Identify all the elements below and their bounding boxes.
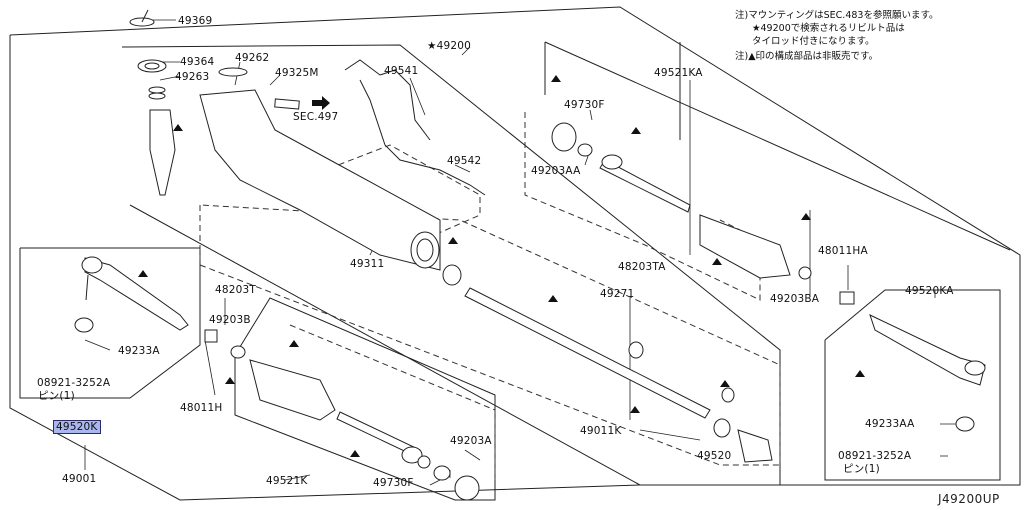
part-label-49541[interactable]: 49541 <box>384 65 419 77</box>
part-label-49520[interactable]: 49520 <box>697 450 732 462</box>
part-label-49364[interactable]: 49364 <box>180 56 215 68</box>
part-label-49233A[interactable]: 49233A <box>118 345 160 357</box>
note-line-2: ★49200で検索されるリビルト品は <box>752 23 905 34</box>
part-label-49001[interactable]: 49001 <box>62 473 97 485</box>
part-label-49521KA[interactable]: 49521KA <box>654 67 703 79</box>
part-label-48011HA[interactable]: 48011HA <box>818 245 868 257</box>
outer-frame <box>9 6 1021 501</box>
part-label-49203BA[interactable]: 49203BA <box>770 293 820 305</box>
part-label-48203TA[interactable]: 48203TA <box>618 261 666 273</box>
note-line-4: 注)▲印の構成部品は非販売です。 <box>735 51 879 62</box>
part-label-sec497[interactable]: SEC.497 <box>293 111 339 123</box>
part-label-49203B[interactable]: 49203B <box>209 314 251 326</box>
part-label-49520KA[interactable]: 49520KA <box>905 285 954 297</box>
part-label-49311[interactable]: 49311 <box>350 258 385 270</box>
part-label-49011K[interactable]: 49011K <box>580 425 622 437</box>
pin-label-right: ピン(1) <box>843 463 880 475</box>
part-label-49200[interactable]: ★49200 <box>427 40 472 52</box>
dashed-rack-box <box>199 204 781 466</box>
part-label-08921-3252A-right[interactable]: 08921-3252A <box>838 450 912 462</box>
part-label-49521K[interactable]: 49521K <box>266 475 308 487</box>
part-label-49325M[interactable]: 49325M <box>275 67 319 79</box>
part-label-49542[interactable]: 49542 <box>447 155 482 167</box>
note-line-1: 注)マウンティングはSEC.483を参照願います。 <box>735 10 939 21</box>
part-label-49262[interactable]: 49262 <box>235 52 270 64</box>
note-line-3: タイロッド付きになります。 <box>752 36 875 47</box>
right-end-box <box>824 289 1001 481</box>
part-label-49263[interactable]: 49263 <box>175 71 210 83</box>
left-end-box <box>19 247 201 399</box>
right-tierod-box <box>544 41 1011 251</box>
dashed-pipe-box <box>319 144 481 251</box>
pin-label-left: ピン(1) <box>38 390 75 402</box>
dashed-bottom-box <box>289 324 496 480</box>
part-label-49730F-bottom[interactable]: 49730F <box>373 477 414 489</box>
part-label-48203T[interactable]: 48203T <box>215 284 257 296</box>
part-label-49520K-highlighted[interactable]: 49520K <box>53 420 101 434</box>
part-label-49369[interactable]: 49369 <box>178 15 213 27</box>
part-label-49271[interactable]: 49271 <box>600 288 635 300</box>
part-label-49203A[interactable]: 49203A <box>450 435 492 447</box>
part-label-49203AA[interactable]: 49203AA <box>531 165 581 177</box>
part-label-08921-3252A-left[interactable]: 08921-3252A <box>37 377 111 389</box>
part-label-49233AA[interactable]: 49233AA <box>865 418 915 430</box>
diagram-id: J49200UP <box>938 492 1000 506</box>
part-label-49730F-top[interactable]: 49730F <box>564 99 605 111</box>
lower-left-box <box>234 297 496 501</box>
part-label-48011H[interactable]: 48011H <box>180 402 223 414</box>
